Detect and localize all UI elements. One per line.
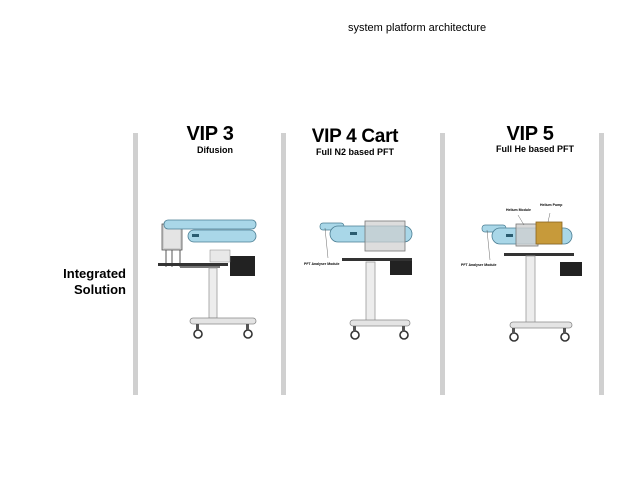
column-title-vip5: VIP 5	[506, 123, 554, 145]
column-title-vip3: VIP 3	[186, 123, 234, 145]
column-subtitle-vip5: Full He based PFT	[495, 144, 574, 154]
column-title-vip4: VIP 4 Cart	[311, 126, 399, 147]
vip5-analyser-label: PFT Analyser Module	[461, 263, 497, 267]
row-label-line1: Integrated	[63, 266, 126, 281]
column-subtitle-vip3: Difusion	[197, 145, 233, 155]
divider-right	[599, 133, 604, 395]
row-label-line2: Solution	[74, 282, 126, 297]
page-title: system platform architecture	[348, 22, 487, 34]
divider-left	[133, 133, 138, 395]
vip5-helium-module-label: Helium Module	[506, 208, 531, 212]
divider-2	[281, 133, 286, 395]
column-subtitle-vip4: Full N2 based PFT	[315, 147, 394, 157]
row-label: Integrated Solution	[40, 266, 126, 298]
vip5-cart-illustration	[481, 212, 582, 342]
divider-3	[440, 133, 445, 395]
vip4-cart-illustration	[319, 220, 413, 340]
vip3-cart-illustration	[158, 219, 257, 339]
vip4-analyser-label: PFT Analyser Module	[304, 262, 340, 266]
vip5-helium-pump-label: Helium Pump	[540, 203, 563, 207]
